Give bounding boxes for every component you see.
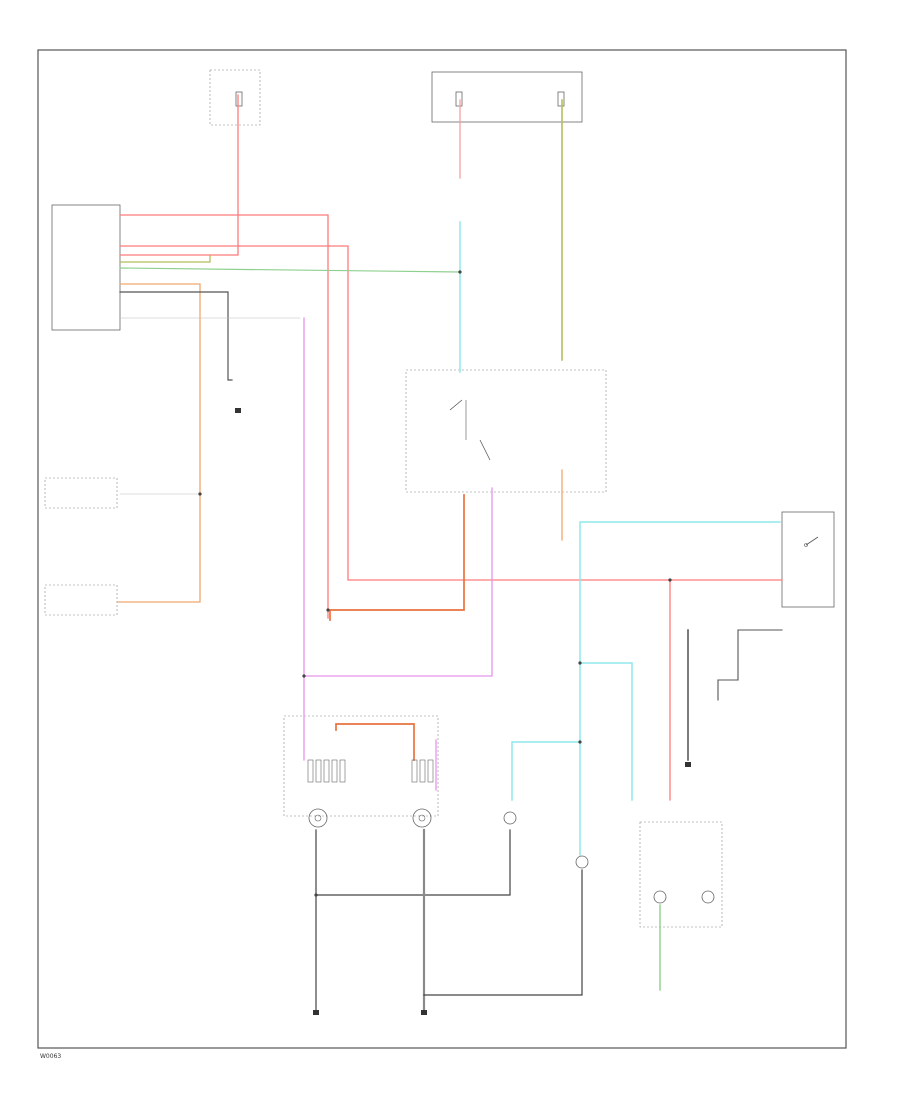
wire-red-3 (119, 94, 239, 256)
wire-cyan-4 (511, 741, 581, 801)
fuse-icon (455, 91, 463, 107)
wire-black-2 (315, 829, 511, 896)
fuse-icon (557, 91, 565, 107)
lamp-icon (503, 811, 517, 825)
lamp-icon (653, 890, 667, 904)
switch-icon (804, 536, 819, 547)
power-distribution-box (431, 71, 583, 123)
indicator-lamp-group (639, 821, 723, 928)
wire-dark-1 (119, 291, 233, 381)
figure-code: W0063 (40, 1053, 61, 1060)
right-switch-module (781, 511, 835, 608)
wire-gray-right-2 (717, 629, 739, 701)
lamp-icon (308, 808, 328, 828)
ground-icon (235, 408, 241, 413)
wire-cyan-2 (579, 521, 781, 856)
lighting-control-module (51, 204, 121, 331)
hot-at-all-times-fuse-box (209, 69, 261, 126)
diagram-frame (37, 49, 847, 1049)
headlamp-connector-group (283, 715, 439, 817)
ground-icon (421, 1010, 427, 1015)
wire-red-1 (119, 214, 329, 619)
ground-icon (685, 762, 691, 767)
lamp-icon (575, 855, 589, 869)
lamp-icon (701, 890, 715, 904)
junction-dots (198, 270, 672, 897)
connector-icon (307, 759, 346, 783)
wire-olive (119, 255, 211, 263)
wire-magenta-2 (303, 487, 493, 677)
wire-dark-orange-2 (335, 723, 415, 761)
wire-red-2 (119, 245, 783, 581)
wire-dark-orange (329, 494, 465, 621)
connector-icon (411, 759, 434, 783)
wire-orange-1 (117, 283, 201, 603)
lamp-icon (412, 808, 432, 828)
left-module-lower (44, 584, 118, 616)
headlamp-switch-assembly (405, 369, 607, 493)
wire-cyan-3 (579, 662, 633, 801)
wire-black-3 (423, 869, 583, 996)
wire-green (119, 267, 461, 273)
ground-icon (313, 1010, 319, 1015)
fuse-icon (235, 91, 243, 107)
relay-icon (449, 399, 491, 461)
left-module-upper (44, 477, 118, 509)
